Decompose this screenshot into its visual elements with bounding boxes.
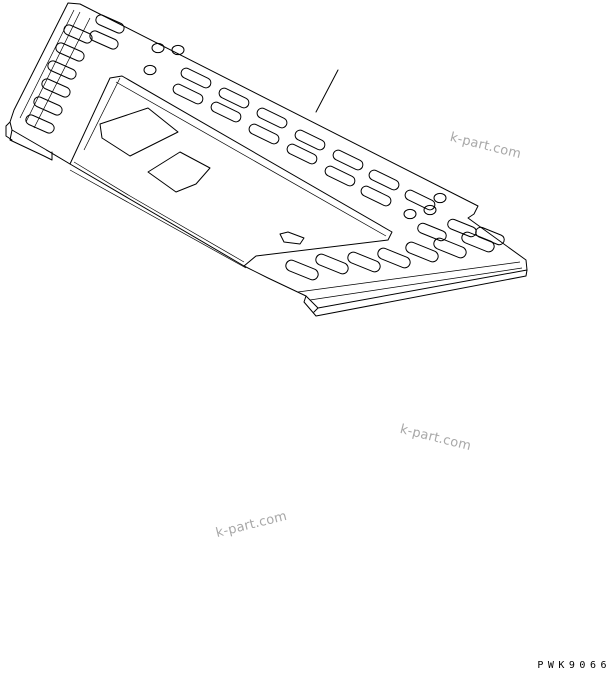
round-hole <box>403 208 417 220</box>
round-hole <box>171 44 185 56</box>
slot-hole <box>47 60 77 80</box>
slot-hole <box>405 241 439 263</box>
plate-right-edge <box>303 269 528 317</box>
slot-hole <box>377 247 411 269</box>
slot-hole <box>218 87 250 109</box>
slot-hole <box>285 259 319 281</box>
slot-hole <box>248 123 280 145</box>
slot-hole <box>404 189 436 211</box>
slot-hole <box>55 42 85 62</box>
slot-hole <box>368 169 400 191</box>
plate-recess <box>69 75 393 267</box>
round-hole <box>423 204 437 216</box>
slot-hole <box>25 114 55 134</box>
slot-hole <box>324 165 356 187</box>
round-hole <box>143 64 157 76</box>
mat-cutout-lower <box>147 151 211 193</box>
slot-hole <box>172 83 204 105</box>
slot-hole <box>360 185 392 207</box>
slot-hole <box>210 101 242 123</box>
slot-hole <box>433 237 467 259</box>
slot-hole <box>180 67 212 89</box>
plate-left-edge <box>5 121 53 161</box>
slot-hole <box>89 30 119 50</box>
round-hole <box>433 192 447 204</box>
slot-hole <box>95 14 125 34</box>
slot-hole <box>332 149 364 171</box>
leader-line <box>315 69 339 113</box>
small-tab <box>279 231 305 245</box>
slot-hole <box>347 251 381 273</box>
drawing-code: PWK9066 <box>537 660 611 671</box>
slot-hole <box>417 222 447 242</box>
plate-outline <box>9 2 528 309</box>
slot-hole <box>286 143 318 165</box>
slot-hole <box>475 226 505 246</box>
slot-holes <box>25 14 505 281</box>
plate-recess-inner <box>73 77 387 263</box>
mat-cutout-upper <box>99 107 179 157</box>
round-hole <box>151 42 165 54</box>
slot-hole <box>256 107 288 129</box>
slot-hole <box>41 78 71 98</box>
slot-hole <box>33 96 63 116</box>
plate-side-fold <box>45 149 247 269</box>
plate-right-edge-line <box>297 261 523 301</box>
floor-plate <box>5 2 528 317</box>
slot-hole <box>315 253 349 275</box>
slot-hole <box>294 129 326 151</box>
